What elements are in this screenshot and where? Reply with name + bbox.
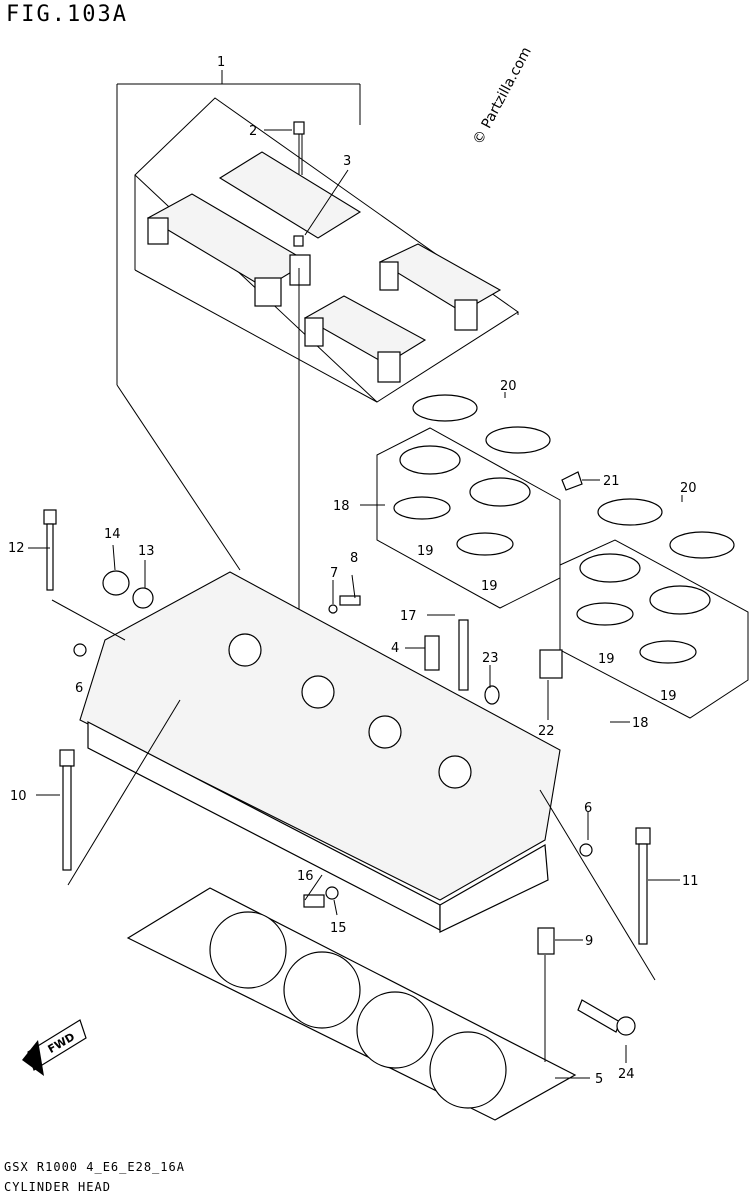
footer-code: GSX R1000 4_E6_E28_16A [4, 1160, 185, 1174]
callout-12: 12 [8, 541, 25, 556]
callout-11: 11 [682, 874, 699, 889]
intake-pipes-lower [559, 498, 749, 719]
callout-6-left: 6 [75, 681, 83, 696]
callout-22: 22 [538, 724, 555, 739]
callout-20-lower: 20 [680, 481, 697, 496]
callout-labels: 1 2 3 4 5 6 6 7 8 9 10 11 12 13 14 15 16… [8, 55, 699, 1087]
intake-pipes-upper [376, 394, 561, 609]
callout-24: 24 [618, 1067, 635, 1082]
callout-19-b: 19 [481, 579, 498, 594]
callout-21: 21 [603, 474, 620, 489]
callout-23: 23 [482, 651, 499, 666]
camshaft-housing-parts [146, 121, 502, 620]
callout-5: 5 [595, 1072, 603, 1087]
cylinder-head-gasket [126, 887, 577, 1121]
callout-13: 13 [138, 544, 155, 559]
callout-18-lower: 18 [632, 716, 649, 731]
callout-19-d: 19 [660, 689, 677, 704]
callout-6-right: 6 [584, 801, 592, 816]
callout-7: 7 [330, 566, 338, 581]
callout-4: 4 [391, 641, 399, 656]
forward-arrow-icon: FWD [22, 1019, 87, 1076]
callout-1: 1 [217, 55, 225, 70]
footer-part-name: CYLINDER HEAD [4, 1180, 111, 1194]
cylinder-head [79, 571, 561, 933]
callout-19-a: 19 [417, 544, 434, 559]
callout-9: 9 [585, 934, 593, 949]
assembly-frame-1 [116, 70, 361, 571]
callout-17: 17 [400, 609, 417, 624]
leader-lines [28, 129, 683, 1079]
callout-10: 10 [10, 789, 27, 804]
figure-title: FIG.103A [6, 2, 128, 27]
callout-8: 8 [350, 551, 358, 566]
camshaft-housing-box [134, 97, 519, 403]
fasteners [43, 471, 651, 1036]
callout-15: 15 [330, 921, 347, 936]
callout-2: 2 [249, 124, 257, 139]
callout-18-upper: 18 [333, 499, 350, 514]
callout-20-upper: 20 [500, 379, 517, 394]
callout-3: 3 [343, 154, 351, 169]
callout-19-c: 19 [598, 652, 615, 667]
callout-16: 16 [297, 869, 314, 884]
callout-14: 14 [104, 527, 121, 542]
